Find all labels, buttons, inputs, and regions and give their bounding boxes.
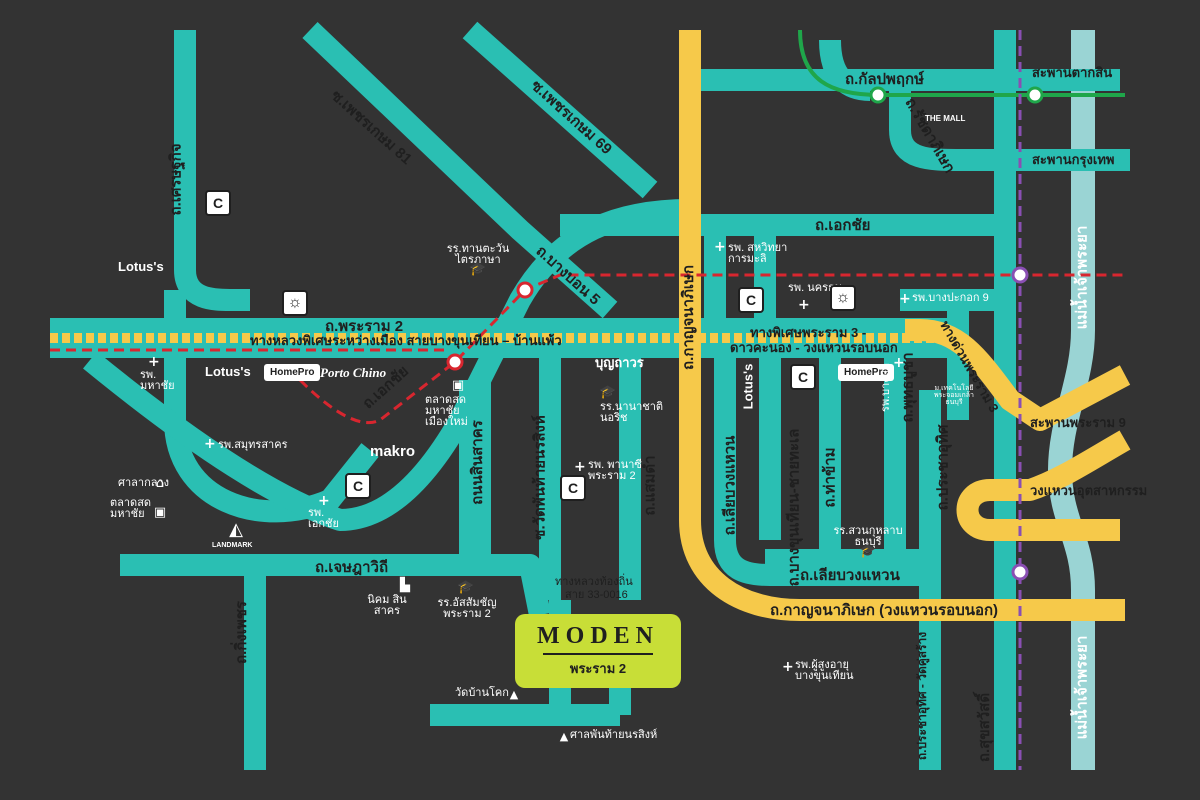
the-mall: THE MALL <box>925 114 966 123</box>
school-suan-kularb: รร.สวนกุหลาบ ธนบุรี <box>833 525 903 548</box>
thakham-label: ถ.ท่าข้าม <box>821 447 839 508</box>
moden-project-marker[interactable]: MODEN พระราม 2 <box>515 614 681 688</box>
town-hall: ศาลากลาง <box>118 477 170 489</box>
moden-logo: MODEN <box>537 623 659 649</box>
hosp-ekkachai: รพ. เอกชัย <box>308 507 339 530</box>
school-assumption: รร.อัสสัมชัญ พระราม 2 <box>437 597 497 620</box>
porto-chino: Porto Chino <box>320 365 387 380</box>
hospital-icon: + <box>204 436 216 452</box>
lotus-2: Lotus's <box>205 364 251 379</box>
landmark: LANDMARK <box>212 542 253 549</box>
town-hall-icon: ⌂ <box>155 475 165 491</box>
kanchanaphisek-ring-label: ถ.กาญจนาภิเษก (วงแหวนรอบนอก) <box>770 602 999 619</box>
moden-rule <box>543 653 653 655</box>
krungthep-bridge-label: สะพานกรุงเทพ <box>1032 152 1115 167</box>
pracha-uthit-watkusang-label: ถ.ประชาอุทิศ - วัดคู่สร้าง <box>915 631 930 761</box>
highways <box>679 30 1131 621</box>
school-thantawan: รร.ทานตะวัน ไตรภาษา <box>446 243 510 266</box>
rural-road-label: ทางหลวงท้องถิ่น <box>555 576 633 588</box>
shrine-phanthai: ศาลพันท้ายนรสิงห์ <box>570 729 658 741</box>
rama2-label: ถ.พระราม 2 <box>325 318 404 335</box>
expressway-rama3-label-a: ทางพิเศษพระราม 3 - <box>750 325 867 340</box>
lotus-3: Lotus's <box>740 363 756 410</box>
chetsadawithi-label: ถ.เจษฎาวิถี <box>315 559 389 576</box>
sun-logo-icon: ☼ <box>282 290 308 316</box>
temple-icon: ▲ <box>509 687 519 701</box>
hospital-icon: + <box>798 297 810 313</box>
bigc-icon: C <box>560 475 586 501</box>
pracha-uthit-label: ถ.ประชาอุทิศ <box>934 424 952 511</box>
thanonsinsakhon-label: ถนนสินสาคร <box>468 420 486 505</box>
stations <box>446 86 1044 581</box>
hosp-nakhon: รพ. นครธน <box>788 282 843 294</box>
market-mahachai: ตลาดสด มหาชัย <box>110 497 152 520</box>
moden-subtitle: พระราม 2 <box>569 661 627 676</box>
hospital-icon: + <box>893 355 905 371</box>
hospital-icon: + <box>899 291 911 307</box>
shrine-icon: ▲ <box>559 729 569 743</box>
school-nanachat: รร.นานาชาติ นอริช <box>600 401 664 424</box>
market-mahachai-new: ตลาดสด มหาชัย เมืองใหม่ <box>425 394 468 428</box>
kingphet-label: ถ.กิ่งเพชร <box>232 601 250 664</box>
hosp-mahachai: รพ. มหาชัย <box>140 369 175 392</box>
landmark-logo-icon: ◭ <box>229 519 243 540</box>
hosp-sahavithya: รพ. สหวิทยา การมะลิ <box>728 242 788 265</box>
hosp-bangpakok9: รพ.บางปะกอก 9 <box>912 292 989 304</box>
kanchanaphisek-v-label: ถ.กาญจนาภิเษก <box>680 265 697 370</box>
rama9-bridge-label: สะพานพระราม 9 <box>1030 415 1126 430</box>
school-icon: 🎓 <box>457 579 475 595</box>
hosp-bangmod: รพ.บางมด <box>880 362 893 413</box>
hospital-icon: + <box>782 659 794 675</box>
taksin-bridge-label: สะพานตากสิน <box>1032 65 1113 80</box>
bigc-icon: C <box>790 364 816 390</box>
expressway-rama3-label-b: ดาวคะนอง - วงแหวนรอบนอก <box>730 340 898 355</box>
suksawat-label: ถ.สุขสวัสดิ์ <box>976 692 994 763</box>
expressway-bangkhunthian-label: ทางหลวงพิเศษระหว่างเมือง สายบางขุนเทียน … <box>250 333 562 348</box>
wat-bankok: วัดบ้านโคก <box>455 687 509 699</box>
boonthavorn: บุญถาวร <box>595 355 644 370</box>
hosp-samutsakhon: รพ.สมุทรสาคร <box>218 439 288 451</box>
kanlapaphruek-label: ถ.กัลปพฤกษ์ <box>845 71 924 88</box>
market-icon: ▣ <box>153 504 167 520</box>
chaophraya-bottom-label: แม่น้ำเจ้าพระยา <box>1073 635 1091 740</box>
hospital-icon: + <box>318 493 330 509</box>
market-icon: ▣ <box>451 377 465 393</box>
univ-kmutt: ม.เทคโนโลยีพระจอมเกล้า ธนบุรี <box>934 385 974 406</box>
homepro-1: HomePro <box>264 364 321 381</box>
hosp-elderly: รพ.ผู้สูงอายุ บางขุนเทียน <box>795 659 854 682</box>
rural-road-no-label: สาย 33-0016 <box>565 589 628 601</box>
hospital-icon: + <box>148 354 160 370</box>
school-icon: 🎓 <box>469 261 487 277</box>
industrial-ring-label: วงแหวนอุตสาหกรรม <box>1030 483 1148 498</box>
ekkachai-top-label: ถ.เอกชัย <box>815 217 871 234</box>
factory-icon: ▙ <box>400 577 410 593</box>
liapwaen-h-label: ถ.เลียบวงแหวน <box>800 567 900 584</box>
industrial-estate: นิคม สินสาคร <box>367 594 407 617</box>
bigc-icon: C <box>205 190 231 216</box>
bigc-icon: C <box>738 287 764 313</box>
hospital-icon: + <box>714 239 726 255</box>
liapwaen-v-label: ถ.เลียบวงแหวน <box>721 435 739 536</box>
homepro-2: HomePro <box>838 364 895 381</box>
wat-phanthai-label: ซ.วัดพันท้ายนรสิงห์ <box>531 415 549 540</box>
chaophraya-top-label: แม่น้ำเจ้าพระยา <box>1073 225 1091 330</box>
local-roads <box>83 21 1130 770</box>
makro: makro <box>370 443 416 460</box>
lotus-1: Lotus's <box>118 259 164 274</box>
bangkhunthian-chaitalay-label: ถ.บางขุนเทียน-ชายทะเล <box>785 428 803 587</box>
hosp-phanasi: รพ. พานาซี พระราม 2 <box>588 459 642 482</box>
school-icon: 🎓 <box>599 384 617 400</box>
setthakit-label: ถ.เศรษฐกิจ <box>167 143 185 216</box>
bigc-icon: C <box>345 473 371 499</box>
school-icon: 🎓 <box>859 543 877 559</box>
sun-logo-icon: ☼ <box>830 285 856 311</box>
hospital-icon: + <box>574 459 586 475</box>
